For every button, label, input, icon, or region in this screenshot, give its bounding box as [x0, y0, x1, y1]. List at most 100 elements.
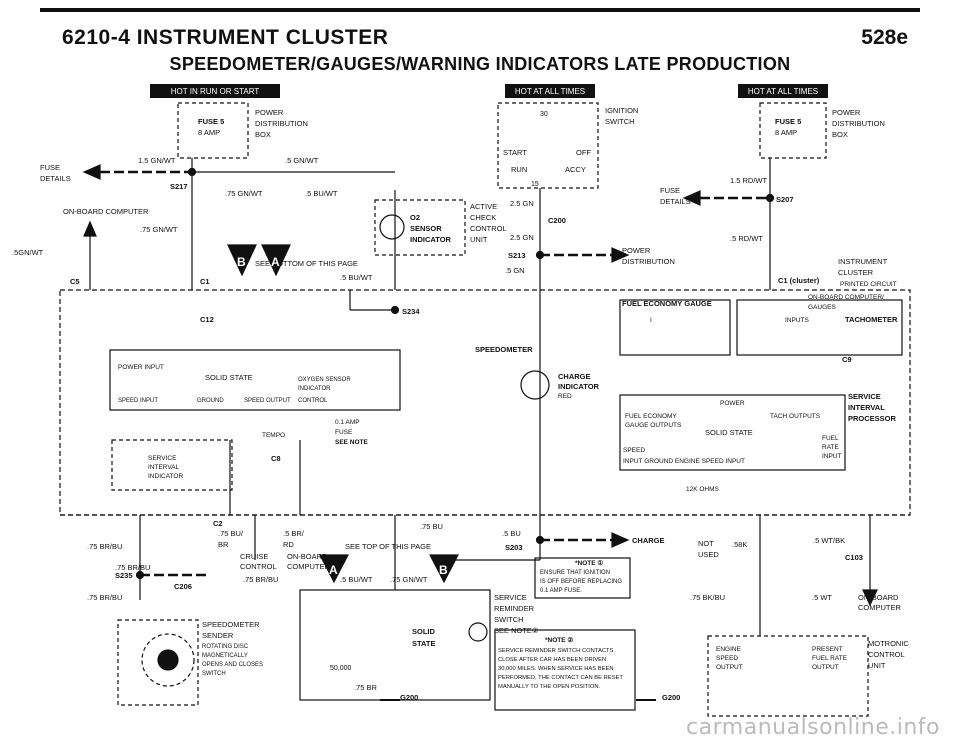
fuse5-right-name: FUSE 5: [775, 117, 801, 126]
svg-text:1.5 RD/WT: 1.5 RD/WT: [730, 176, 768, 185]
svg-text:START: START: [503, 148, 527, 157]
svg-text:15: 15: [531, 181, 539, 188]
watermark: carmanualsonline.info: [686, 715, 940, 740]
svg-text:S213: S213: [508, 251, 526, 260]
svg-text:HOT IN RUN OR START: HOT IN RUN OR START: [171, 87, 260, 96]
svg-text:.5 BU/WT: .5 BU/WT: [340, 273, 373, 282]
svg-text:0.1 AMP: 0.1 AMP: [335, 419, 360, 426]
svg-text:30,000 MILES. WHEN SERVICE HAS: 30,000 MILES. WHEN SERVICE HAS BEEN: [498, 666, 614, 672]
svg-text:FUEL ECONOMY: FUEL ECONOMY: [625, 413, 677, 420]
svg-text:SWITCH: SWITCH: [494, 615, 524, 624]
svg-text:.75 BR/BU: .75 BR/BU: [115, 563, 150, 572]
svg-text:.75 BR/BU: .75 BR/BU: [243, 575, 278, 584]
svg-text:SEE BOTTOM OF THIS PAGE: SEE BOTTOM OF THIS PAGE: [255, 259, 358, 268]
svg-text:G200: G200: [662, 693, 680, 702]
svg-text:GAUGES: GAUGES: [808, 304, 836, 311]
hot-all-times-badge-2: HOT AT ALL TIMES: [738, 84, 828, 98]
svg-text:POWER: POWER: [720, 400, 745, 407]
svg-text:RED: RED: [558, 393, 572, 400]
header-rule: [40, 8, 920, 12]
svg-text:SWITCH: SWITCH: [202, 671, 226, 677]
svg-text:DISTRIBUTION: DISTRIBUTION: [622, 257, 675, 266]
svg-text:CONTROL: CONTROL: [298, 398, 328, 404]
svg-text:PERFORMED, THE CONTACT CAN BE: PERFORMED, THE CONTACT CAN BE RESET: [498, 675, 623, 681]
svg-text:.75 GN/WT: .75 GN/WT: [140, 225, 178, 234]
svg-text:USED: USED: [698, 550, 719, 559]
svg-text:DETAILS: DETAILS: [660, 197, 691, 206]
svg-text:CLOSE AFTER CAR HAS BEEN DRIVE: CLOSE AFTER CAR HAS BEEN DRIVEN: [498, 657, 606, 663]
svg-text:C12: C12: [200, 315, 214, 324]
svg-text:SERVICE: SERVICE: [148, 455, 177, 462]
svg-text:SWITCH: SWITCH: [605, 117, 635, 126]
hot-run-start-badge: HOT IN RUN OR START: [150, 84, 280, 98]
svg-text:OFF: OFF: [576, 148, 591, 157]
svg-text:OPENS AND CLOSES: OPENS AND CLOSES: [202, 662, 263, 668]
svg-text:RUN: RUN: [511, 165, 527, 174]
diagram-title: SPEEDOMETER/GAUGES/WARNING INDICATORS LA…: [169, 54, 791, 74]
svg-text:S207: S207: [776, 195, 794, 204]
svg-text:SPEED: SPEED: [716, 655, 738, 662]
svg-text:A: A: [329, 563, 338, 577]
svg-text:UNIT: UNIT: [470, 235, 488, 244]
svg-text:MOTRONIC: MOTRONIC: [868, 639, 909, 648]
svg-text:2.5 GN: 2.5 GN: [510, 233, 534, 242]
svg-text:C1: C1: [200, 277, 210, 286]
svg-text:SPEED: SPEED: [623, 447, 645, 454]
svg-text:.5 WT/BK: .5 WT/BK: [813, 536, 845, 545]
svg-text:SPEED OUTPUT: SPEED OUTPUT: [244, 398, 291, 404]
svg-text:SERVICE: SERVICE: [494, 593, 527, 602]
svg-text:.58K: .58K: [732, 540, 747, 549]
svg-text:TACH OUTPUTS: TACH OUTPUTS: [770, 413, 821, 420]
svg-text:HOT AT ALL TIMES: HOT AT ALL TIMES: [515, 87, 585, 96]
svg-text:.75 BU/: .75 BU/: [218, 529, 244, 538]
svg-text:SEE NOTE: SEE NOTE: [335, 439, 369, 446]
svg-text:DETAILS: DETAILS: [40, 174, 71, 183]
svg-text:C206: C206: [174, 582, 192, 591]
svg-text:1.5 GN/WT: 1.5 GN/WT: [138, 156, 176, 165]
svg-text:8 AMP: 8 AMP: [775, 128, 797, 137]
svg-text:ON-BOARD COMPUTER/: ON-BOARD COMPUTER/: [808, 294, 884, 301]
svg-text:.75 GN/WT: .75 GN/WT: [225, 189, 263, 198]
svg-text:FUEL: FUEL: [822, 435, 839, 442]
svg-text:BOX: BOX: [832, 130, 848, 139]
svg-text:POWER: POWER: [832, 108, 861, 117]
svg-text:ACCY: ACCY: [565, 165, 586, 174]
svg-text:COMPUTER: COMPUTER: [858, 603, 902, 612]
svg-text:POWER INPUT: POWER INPUT: [118, 364, 164, 371]
svg-text:.5 RD/WT: .5 RD/WT: [730, 234, 763, 243]
svg-text:ENSURE THAT IGNITION: ENSURE THAT IGNITION: [540, 570, 610, 576]
svg-text:SEE TOP OF THIS PAGE: SEE TOP OF THIS PAGE: [345, 542, 431, 551]
svg-text:TACHOMETER: TACHOMETER: [845, 315, 898, 324]
svg-text:FUSE: FUSE: [660, 186, 680, 195]
svg-text:INPUT: INPUT: [822, 453, 842, 460]
svg-text:ON-BOARD: ON-BOARD: [858, 593, 899, 602]
svg-text:S203: S203: [505, 543, 523, 552]
svg-text:SPEEDOMETER: SPEEDOMETER: [202, 620, 260, 629]
svg-text:PRESENT: PRESENT: [812, 646, 843, 653]
section-title: 6210-4 INSTRUMENT CLUSTER: [62, 26, 389, 49]
svg-text:.5 BU/WT: .5 BU/WT: [305, 189, 338, 198]
svg-text:C2: C2: [213, 519, 223, 528]
hot-all-times-badge-1: HOT AT ALL TIMES: [505, 84, 595, 98]
svg-text:ROTATING DISC: ROTATING DISC: [202, 644, 249, 650]
svg-text:.5 BR/: .5 BR/: [283, 529, 305, 538]
svg-text:INPUTS: INPUTS: [785, 317, 810, 324]
svg-text:.5 GN/WT: .5 GN/WT: [285, 156, 319, 165]
svg-text:RATE: RATE: [822, 444, 840, 451]
svg-text:STATE: STATE: [412, 639, 435, 648]
svg-text:SOLID STATE: SOLID STATE: [205, 373, 253, 382]
svg-text:CLUSTER: CLUSTER: [838, 268, 874, 277]
page-header: 6210-4 INSTRUMENT CLUSTER 528e: [0, 0, 960, 50]
svg-text:CONTROL: CONTROL: [470, 224, 507, 233]
svg-text:INDICATOR: INDICATOR: [558, 382, 600, 391]
svg-text:SEE NOTE②: SEE NOTE②: [494, 626, 539, 635]
svg-text:INTERVAL: INTERVAL: [148, 464, 180, 471]
svg-text:CHECK: CHECK: [470, 213, 496, 222]
svg-text:POWER: POWER: [255, 108, 284, 117]
svg-text:.75 BR/BU: .75 BR/BU: [87, 593, 122, 602]
svg-text:DISTRIBUTION: DISTRIBUTION: [832, 119, 885, 128]
svg-text:DISTRIBUTION: DISTRIBUTION: [255, 119, 308, 128]
svg-text:OXYGEN SENSOR: OXYGEN SENSOR: [298, 377, 351, 383]
svg-text:CONTROL: CONTROL: [868, 650, 905, 659]
